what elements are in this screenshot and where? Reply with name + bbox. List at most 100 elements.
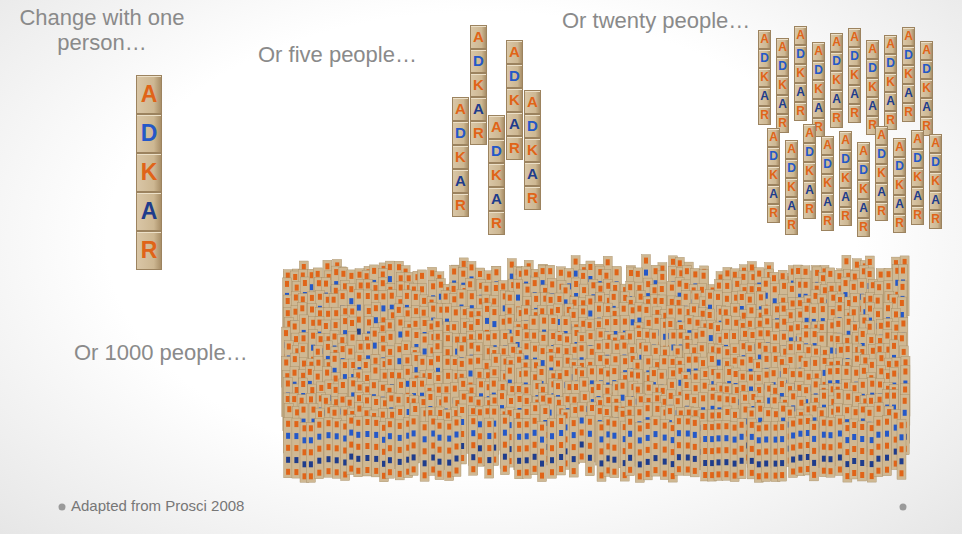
- mini-letter-mark: [804, 269, 808, 275]
- mini-letter-mark: [660, 286, 664, 292]
- mini-letter-mark: [830, 286, 834, 292]
- mini-letter-mark: [606, 259, 610, 265]
- mini-letter-mark: [316, 271, 320, 277]
- mini-letter-mark: [684, 294, 688, 300]
- mini-letter-mark: [439, 282, 443, 288]
- mini-letter-mark: [654, 268, 658, 274]
- mini-letter-mark: [782, 283, 786, 289]
- mini-letter-mark: [591, 282, 595, 288]
- mini-letter-mark: [444, 294, 448, 300]
- mini-letter-mark: [725, 296, 729, 302]
- mini-letter-mark: [735, 281, 739, 287]
- mini-letter-mark: [525, 300, 529, 306]
- mini-letter-mark: [318, 294, 322, 300]
- mini-letter-mark: [629, 270, 633, 276]
- mini-letter-mark: [293, 274, 297, 280]
- mini-letter-mark: [494, 285, 498, 291]
- mini-letter-mark: [367, 308, 371, 314]
- mini-letter-mark: [853, 274, 857, 280]
- mini-letter-mark: [550, 281, 554, 287]
- mini-letter-mark: [470, 264, 474, 270]
- mini-letter-mark: [366, 283, 370, 289]
- mini-letter-mark: [606, 283, 610, 289]
- mini-letter-mark: [492, 298, 496, 304]
- mini-letter-mark: [604, 273, 608, 279]
- mini-letter-mark: [301, 296, 305, 302]
- mini-letter-mark: [334, 310, 338, 316]
- mini-letter-mark: [366, 293, 370, 299]
- mini-letter-mark: [717, 283, 721, 289]
- mini-letter-mark: [422, 298, 426, 304]
- mini-letter-mark: [598, 286, 602, 292]
- mini-letter-mark: [693, 271, 697, 277]
- mini-letter-mark: [671, 259, 675, 265]
- mini-letter-mark: [350, 309, 354, 315]
- mini-letter-mark: [349, 286, 353, 292]
- mini-letter-mark: [534, 296, 538, 302]
- mini-letter-mark: [564, 287, 568, 293]
- mini-letter-mark: [615, 269, 619, 275]
- mini-letter-mark: [903, 259, 907, 265]
- mini-letter-mark: [359, 283, 363, 289]
- mini-letter-mark: [670, 285, 674, 291]
- mini-letter-mark: [381, 305, 385, 311]
- mini-letter-mark: [677, 300, 681, 306]
- mini-letter-mark: [574, 271, 578, 277]
- mini-letter-mark: [574, 281, 578, 287]
- mini-letter-mark: [295, 285, 299, 291]
- mini-letter-mark: [501, 284, 505, 290]
- mini-letter-mark: [733, 272, 737, 278]
- mini-letter-mark: [286, 298, 290, 304]
- mini-letter-mark: [860, 282, 864, 288]
- mini-letter-mark: [452, 296, 456, 302]
- mini-letter-mark: [772, 275, 776, 281]
- mini-letter-mark: [741, 274, 745, 280]
- mini-letter-mark: [868, 259, 872, 265]
- mini-letter-mark: [454, 309, 458, 315]
- mini-letter-mark: [637, 285, 641, 291]
- mini-letter-mark: [759, 294, 763, 300]
- mini-letter-mark: [374, 294, 378, 300]
- mini-letter-mark: [508, 295, 512, 301]
- mini-letter-mark: [310, 307, 314, 313]
- mini-letter-mark: [414, 294, 418, 300]
- mini-letter-mark: [374, 305, 378, 311]
- mini-letter-mark: [702, 273, 706, 279]
- mini-letter-mark: [334, 269, 338, 275]
- mini-letter-mark: [887, 271, 891, 277]
- mini-letter-mark: [357, 305, 361, 311]
- mini-letter-mark: [613, 285, 617, 291]
- mini-letter-mark: [557, 296, 561, 302]
- mini-letter-mark: [381, 280, 385, 286]
- mini-letter-mark: [405, 293, 409, 299]
- mini-letter-mark: [332, 297, 336, 303]
- mini-letter-mark: [644, 258, 648, 264]
- mini-letter-mark: [644, 270, 648, 276]
- mini-letter-mark: [399, 285, 403, 291]
- mini-letter-mark: [612, 294, 616, 300]
- mini-letter-mark: [879, 272, 883, 278]
- mini-letter-mark: [814, 293, 818, 299]
- mini-letter-mark: [381, 293, 385, 299]
- mini-letter-mark: [484, 286, 488, 292]
- mini-letter-mark: [420, 273, 424, 279]
- mini-letter-mark: [725, 283, 729, 289]
- crowd-of-stacks: [282, 255, 911, 483]
- mini-letter-mark: [886, 283, 890, 289]
- mini-letter-mark: [598, 269, 602, 275]
- mini-letter-mark: [406, 310, 410, 316]
- mini-letter-mark: [461, 271, 465, 277]
- mini-letter-mark: [757, 271, 761, 277]
- mini-letter-mark: [516, 283, 520, 289]
- mini-letter-mark: [868, 296, 872, 302]
- mini-letter-mark: [852, 284, 856, 290]
- mini-letter-mark: [365, 273, 369, 279]
- mini-letter-mark: [671, 269, 675, 275]
- mini-letter-mark: [310, 295, 314, 301]
- mini-letter-mark: [708, 293, 712, 299]
- mini-letter-mark: [559, 270, 563, 276]
- mini-letter-mark: [871, 282, 875, 288]
- mini-letter-mark: [388, 264, 392, 270]
- mini-letter-mark: [374, 285, 378, 291]
- mini-letter-mark: [636, 271, 640, 277]
